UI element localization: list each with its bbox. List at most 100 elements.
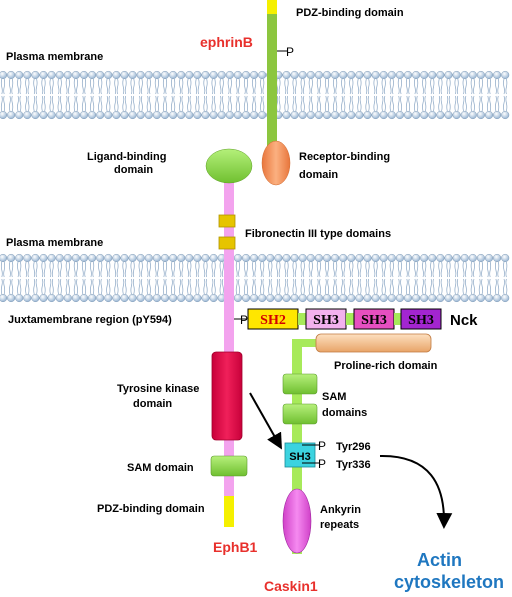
lipid-tail [341, 78, 346, 112]
lipid-head [177, 110, 186, 120]
lipid-head [306, 253, 315, 263]
tyr296-label: Tyr296 [336, 441, 371, 453]
lipid-head [144, 70, 153, 80]
lipid-head [96, 70, 105, 80]
lipid-head [484, 293, 494, 303]
lipid-head [120, 70, 129, 80]
lipid-head [23, 293, 32, 303]
lipid-tail [41, 78, 46, 112]
lipid-tail [260, 261, 265, 295]
lipid-tail [349, 78, 354, 112]
lipid-head [193, 253, 202, 263]
lipid-head [177, 253, 186, 263]
lipid-head [331, 70, 340, 80]
lipid-head [201, 253, 210, 263]
lipid-tail [90, 78, 95, 112]
lipid-head [298, 293, 307, 303]
lipid-head [136, 253, 145, 263]
lipid-head [371, 293, 380, 303]
lipid-tail [300, 78, 305, 112]
lipid-tail [284, 78, 289, 112]
lipid-tail [300, 261, 305, 295]
lipid-tail [57, 78, 62, 112]
lipid-head [15, 110, 24, 120]
lipid-head [0, 70, 8, 80]
lipid-head [233, 70, 242, 80]
lipid-head [177, 293, 186, 303]
lipid-tail [414, 78, 419, 112]
lipid-head [355, 110, 364, 120]
lipid-tail [146, 78, 151, 112]
lipid-tail [17, 261, 22, 295]
lipid-head [7, 70, 16, 80]
lipid-tail [114, 261, 119, 295]
lipid-head [460, 293, 469, 303]
lipid-head [420, 293, 429, 303]
lipid-tail [308, 261, 313, 295]
lipid-head [241, 253, 251, 263]
lipid-head [444, 253, 453, 263]
lipid-head [412, 293, 421, 303]
lipid-head [185, 293, 194, 303]
tyrosine-kinase-label-2: domain [133, 398, 172, 410]
lipid-head [379, 110, 388, 120]
ephb1-stalk [224, 175, 234, 496]
lipid-head [96, 293, 105, 303]
lipid-tail [25, 78, 30, 112]
lipid-head [96, 253, 105, 263]
lipid-head [371, 253, 380, 263]
ephrinb-phospho-label: P [286, 45, 294, 59]
lipid-head [7, 293, 16, 303]
lipid-head [371, 70, 380, 80]
lipid-head [250, 110, 259, 120]
lipid-head [428, 253, 437, 263]
lipid-tail [365, 78, 370, 112]
lipid-tail [357, 78, 362, 112]
lipid-head [71, 293, 80, 303]
lipid-head [79, 110, 89, 120]
lipid-head [493, 70, 502, 80]
lipid-tail [235, 261, 240, 295]
lipid-head [63, 110, 72, 120]
lipid-tail [446, 78, 451, 112]
lipid-head [152, 293, 161, 303]
nck-linker-1 [298, 313, 306, 325]
lipid-tail [49, 261, 54, 295]
lipid-tail [292, 261, 297, 295]
receptor-binding-domain [261, 140, 291, 186]
lipid-tail [122, 261, 127, 295]
lipid-tail [33, 261, 38, 295]
lipid-head [501, 70, 510, 80]
nck-sh3-label-1: SH3 [313, 313, 339, 328]
caskin1-sam-domain-2 [282, 403, 318, 425]
lipid-tail [211, 78, 216, 112]
lipid-head [79, 253, 89, 263]
lipid-tail [9, 78, 14, 112]
lipid-head [484, 70, 494, 80]
lipid-head [152, 70, 161, 80]
tyr296-phospho-label: P [318, 439, 326, 453]
lipid-head [452, 253, 461, 263]
lipid-head [209, 293, 218, 303]
lipid-tail [171, 78, 176, 112]
lipid-head [444, 293, 453, 303]
lipid-head [160, 253, 170, 263]
lipid-tail [179, 261, 184, 295]
lipid-head [112, 110, 121, 120]
lipid-tail [81, 261, 87, 295]
lipid-head [468, 70, 477, 80]
nck-sh3-label-3: SH3 [408, 313, 434, 328]
lipid-head [452, 70, 461, 80]
ankyrin-label-1: Ankyrin [320, 504, 361, 516]
lipid-tail [33, 78, 38, 112]
lipid-head [298, 110, 307, 120]
lipid-head [88, 70, 97, 80]
caskin1-top-arm [292, 339, 317, 347]
lipid-head [144, 293, 153, 303]
lipid-head [47, 253, 56, 263]
lipid-head [88, 253, 97, 263]
lipid-tail [41, 261, 46, 295]
lipid-tail [462, 261, 467, 295]
lipid-tail [438, 261, 443, 295]
sam-domains-label-2: domains [322, 407, 367, 419]
